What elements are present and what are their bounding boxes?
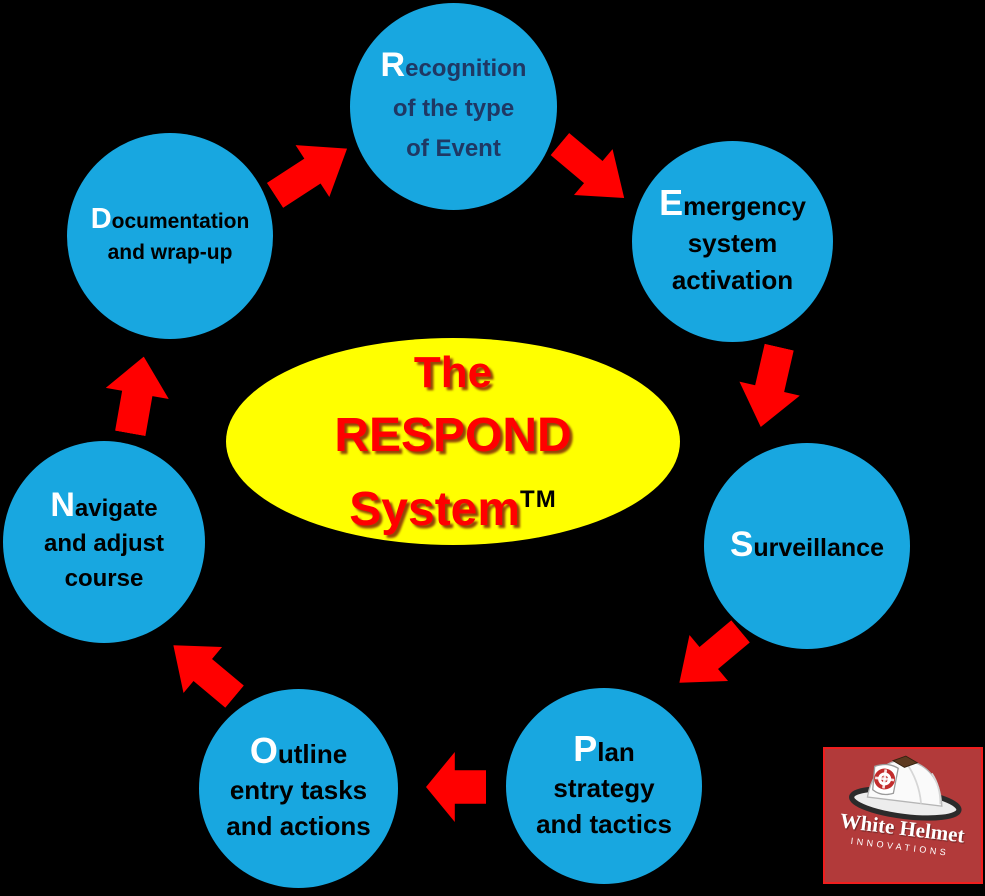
circle-line: Recognition xyxy=(381,45,527,89)
arrow-recognition-to-emergency-icon xyxy=(541,121,644,221)
circle-line: and tactics xyxy=(536,808,672,839)
circle-line: Navigate xyxy=(50,488,157,526)
circle-first-letter: D xyxy=(90,203,112,235)
circle-line: system xyxy=(687,228,778,258)
circle-outline: Outline entry tasks and actions xyxy=(199,689,398,888)
arrow-navigate-to-documentation-icon xyxy=(99,351,176,439)
trademark-label: TM xyxy=(520,485,557,513)
circle-line1-rest: mergency xyxy=(683,191,806,221)
circle-line1-rest: ocumentation xyxy=(111,210,250,233)
circle-line: strategy xyxy=(553,772,655,803)
arrow-plan-to-outline-icon xyxy=(426,752,486,822)
circle-line: of the type xyxy=(392,94,515,122)
circle-line: and actions xyxy=(226,811,371,841)
circle-recognition: Recognition of the type of Event xyxy=(350,3,557,210)
arrow-documentation-to-recognition-icon xyxy=(258,123,364,222)
title-line-system: SystemTM xyxy=(349,468,556,542)
circle-line1-rest: utline xyxy=(277,739,348,769)
circle-line: Plan xyxy=(573,727,635,770)
circle-navigate: Navigate and adjust course xyxy=(3,441,205,643)
circle-line: and adjust xyxy=(43,530,164,557)
circle-line: Outline xyxy=(250,733,347,772)
circle-line1-rest: urveillance xyxy=(753,533,884,562)
firefighter-helmet-icon xyxy=(849,755,962,821)
circle-line1-rest: avigate xyxy=(74,495,158,522)
circle-line1-rest: lan xyxy=(597,736,635,767)
circle-line: activation xyxy=(671,265,794,295)
circle-first-letter: O xyxy=(249,730,278,771)
center-title-ellipse: The RESPOND SystemTM xyxy=(226,338,680,545)
circle-line: of Event xyxy=(406,134,501,162)
white-helmet-innovations-logo: White Helmet INNOVATIONS xyxy=(823,747,983,884)
circle-first-letter: R xyxy=(380,45,406,84)
arrow-emergency-to-surveillance-icon xyxy=(731,340,810,434)
circle-plan: Plan strategy and tactics xyxy=(506,688,702,884)
circle-documentation: Documentation and wrap-up xyxy=(67,133,273,339)
circle-emergency: Emergency system activation xyxy=(632,141,833,342)
circle-first-letter: P xyxy=(573,727,598,769)
circle-first-letter: N xyxy=(50,486,75,524)
circle-line: entry tasks xyxy=(229,775,368,805)
circle-line: course xyxy=(64,565,144,592)
circle-first-letter: E xyxy=(659,182,684,223)
circle-line: and wrap-up xyxy=(107,241,233,264)
circle-surveillance: Surveillance xyxy=(704,443,910,649)
title-line-the: The xyxy=(413,347,493,397)
logo-content: White Helmet INNOVATIONS xyxy=(825,749,981,882)
arrow-outline-to-navigate-icon xyxy=(154,622,254,719)
circle-line: Surveillance xyxy=(730,524,884,566)
circle-line1-rest: ecognition xyxy=(405,54,527,82)
circle-line: Documentation xyxy=(91,204,250,237)
title-line-respond: RESPOND xyxy=(334,408,572,462)
circle-first-letter: S xyxy=(730,524,754,564)
circle-line: Emergency xyxy=(659,184,806,225)
title-system-text: System xyxy=(349,482,521,536)
